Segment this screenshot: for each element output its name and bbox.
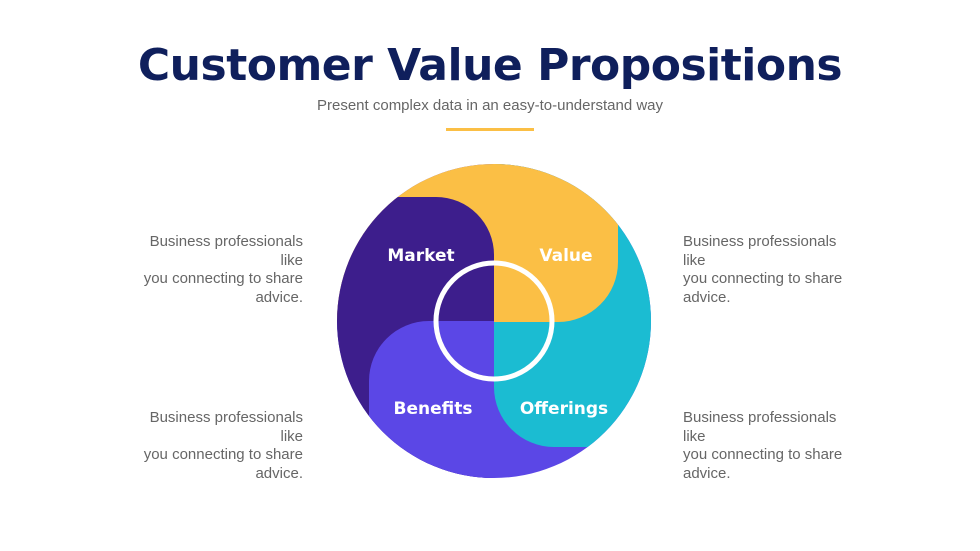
label-offerings: Offerings xyxy=(520,399,608,419)
note-line: Business professionals like xyxy=(683,233,837,269)
page-title: Customer Value Propositions xyxy=(137,40,843,91)
note-line: advice. xyxy=(683,464,731,482)
label-benefits: Benefits xyxy=(394,399,473,419)
note-line: Business professionals like xyxy=(149,233,303,269)
note-line: advice. xyxy=(255,288,303,306)
label-market: Market xyxy=(387,246,454,266)
note-line: you connecting to share xyxy=(683,446,843,463)
center-ring xyxy=(433,260,555,382)
page-subtitle: Present complex data in an easy-to-under… xyxy=(316,97,664,114)
note-line: you connecting to share xyxy=(683,270,843,287)
note-line: advice. xyxy=(683,288,731,306)
note-bottom-right: Business professionals like you connecti… xyxy=(683,409,863,483)
note-bottom-left: Business professionals like you connecti… xyxy=(123,409,303,483)
note-line: you connecting to share xyxy=(143,446,303,463)
note-line: you connecting to share xyxy=(143,270,303,287)
note-line: advice. xyxy=(255,464,303,482)
note-top-right: Business professionals like you connecti… xyxy=(683,233,863,307)
note-line: Business professionals like xyxy=(683,409,837,445)
note-line: Business professionals like xyxy=(149,409,303,445)
label-value: Value xyxy=(539,246,592,266)
accent-divider xyxy=(446,128,534,131)
note-top-left: Business professionals like you connecti… xyxy=(123,233,303,307)
